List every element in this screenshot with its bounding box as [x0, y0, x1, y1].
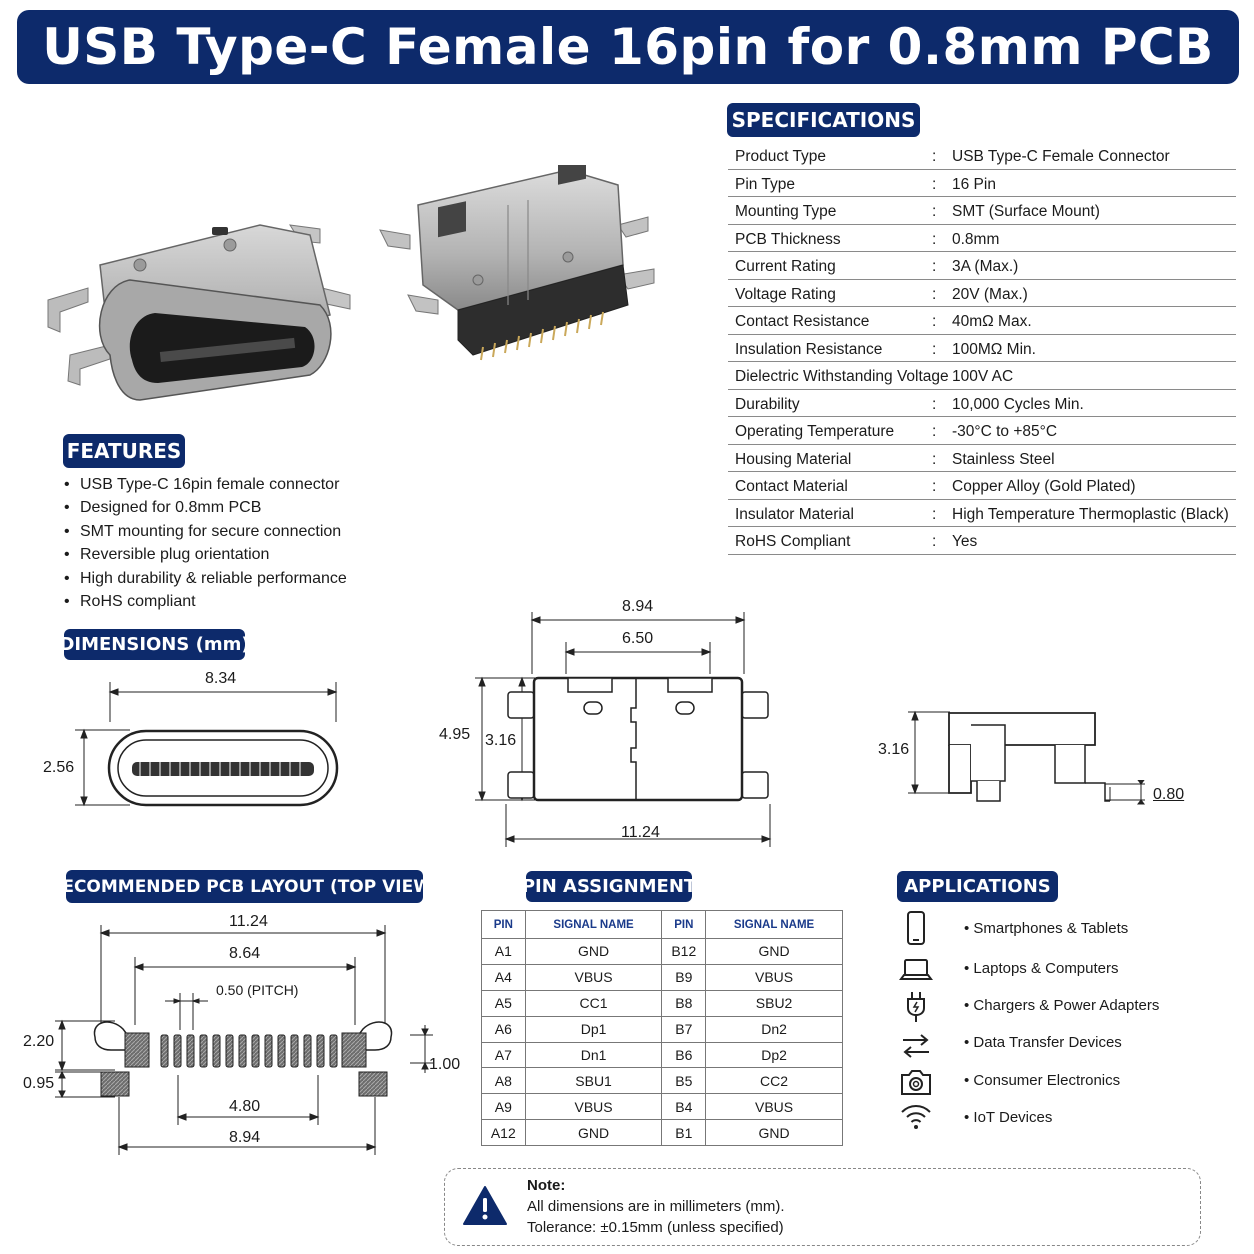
- app-label: Chargers & Power Adapters: [973, 997, 1160, 1014]
- app-label: Smartphones & Tablets: [973, 920, 1129, 937]
- top-outer-width-label: 8.94: [622, 598, 654, 615]
- spec-row: Pin Type:16 Pin: [728, 170, 1236, 197]
- applications-heading: APPLICATIONS: [897, 871, 1058, 902]
- pcb-inner-width-label: 8.64: [229, 945, 261, 962]
- list-item: Reversible plug orientation: [64, 543, 347, 567]
- pcb-total-width-label: 11.24: [229, 913, 268, 930]
- pin-assignment-heading: PIN ASSIGNMENT: [522, 871, 696, 902]
- pcb-bottom-width-label: 8.94: [229, 1129, 261, 1146]
- spec-row: Voltage Rating:20V (Max.): [728, 280, 1236, 307]
- side-height-label: 3.16: [878, 741, 910, 758]
- list-item: RoHS compliant: [64, 590, 347, 614]
- spec-row: Housing Material:Stainless Steel: [728, 445, 1236, 472]
- top-inner-width-label: 6.50: [622, 630, 654, 647]
- app-label: Laptops & Computers: [973, 960, 1119, 977]
- smartphone-icon: [907, 911, 925, 945]
- connector-photo-front: [47, 224, 351, 401]
- features-list: USB Type-C 16pin female connector Design…: [64, 473, 347, 614]
- spec-row: Mounting Type:SMT (Surface Mount): [728, 197, 1236, 225]
- spec-row: Insulation Resistance:100MΩ Min.: [728, 335, 1236, 362]
- note-title: Note:: [527, 1177, 566, 1194]
- top-view-drawing: [475, 612, 772, 847]
- top-body-height-label: 3.16: [485, 732, 517, 749]
- pcb-pitch-label: 0.50 (PITCH): [216, 982, 299, 998]
- pcb-layout-drawing: [55, 925, 433, 1155]
- pcb-left-pad-label: 0.95: [23, 1075, 55, 1092]
- pcb-left-height-label: 2.20: [23, 1033, 55, 1050]
- pcb-right-height-label: 1.00: [429, 1056, 461, 1073]
- pcb-center-width-label: 4.80: [229, 1098, 261, 1115]
- table-header-row: PIN SIGNAL NAME PIN SIGNAL NAME: [481, 910, 843, 939]
- list-item: Designed for 0.8mm PCB: [64, 496, 347, 520]
- camera-icon: [901, 1070, 931, 1095]
- spec-row: Current Rating:3A (Max.): [728, 252, 1236, 280]
- features-heading: FEATURES: [63, 434, 185, 468]
- note-box: [444, 1168, 1201, 1246]
- list-item: High durability & reliable performance: [64, 567, 347, 591]
- page-title: USB Type-C Female 16pin for 0.8mm PCB: [17, 10, 1239, 84]
- transfer-arrows-icon: [903, 1034, 929, 1058]
- side-pcb-dimension: [1105, 780, 1145, 805]
- connector-photo-back: [379, 165, 655, 361]
- front-height-label: 2.56: [43, 759, 75, 776]
- note-line-1: All dimensions are in millimeters (mm).: [527, 1198, 785, 1215]
- spec-row: Contact Resistance:40mΩ Max.: [728, 307, 1236, 335]
- dimensions-heading: DIMENSIONS (mm): [59, 629, 250, 660]
- app-label: Consumer Electronics: [973, 1072, 1121, 1089]
- power-plug-icon: [907, 992, 925, 1022]
- pcb-layout-heading: RECOMMENDED PCB LAYOUT (TOP VIEW): [49, 870, 440, 903]
- spec-row: RoHS Compliant:Yes: [728, 527, 1236, 555]
- app-label: Data Transfer Devices: [973, 1034, 1122, 1051]
- spec-row: Insulator Material:High Temperature Ther…: [728, 500, 1236, 527]
- list-item: SMT mounting for secure connection: [64, 520, 347, 544]
- side-pcb-label: 0.80: [1153, 786, 1185, 803]
- front-view-drawing: [75, 682, 339, 807]
- wifi-icon: [901, 1105, 931, 1129]
- specifications-heading: SPECIFICATIONS: [727, 103, 920, 137]
- specifications-table: Product Type:USB Type-C Female Connector…: [728, 142, 1236, 555]
- laptop-icon: [899, 959, 933, 980]
- app-label: IoT Devices: [973, 1109, 1053, 1126]
- spec-row: Product Type:USB Type-C Female Connector: [728, 142, 1236, 170]
- top-total-width-label: 11.24: [621, 824, 660, 841]
- spec-row: Contact Material:Copper Alloy (Gold Plat…: [728, 472, 1236, 500]
- front-width-label: 8.34: [205, 670, 237, 687]
- spec-row: Durability:10,000 Cycles Min.: [728, 390, 1236, 417]
- list-item: USB Type-C 16pin female connector: [64, 473, 347, 497]
- side-view-drawing: [908, 710, 1111, 802]
- note-line-2: Tolerance: ±0.15mm (unless specified): [527, 1219, 784, 1236]
- top-total-height-label: 4.95: [439, 726, 471, 743]
- spec-row: PCB Thickness:0.8mm: [728, 225, 1236, 252]
- warning-icon: [463, 1186, 507, 1225]
- spec-row: Operating Temperature:-30°C to +85°C: [728, 417, 1236, 445]
